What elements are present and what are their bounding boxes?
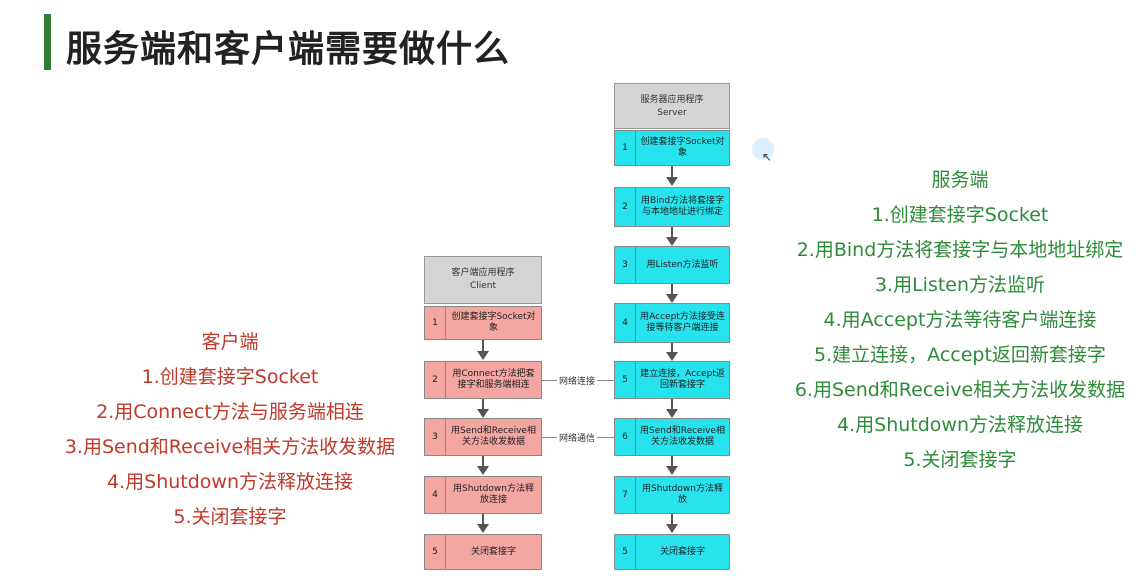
page-title: 服务端和客户端需要做什么: [66, 29, 511, 70]
flow-arrow: [666, 284, 678, 303]
step-number: 4: [622, 318, 628, 328]
server-list-item: 3.用Listen方法监听: [874, 274, 1046, 296]
flow-arrow: [666, 166, 678, 186]
step-text: 用Accept方法接受连接等待客户端连接: [635, 304, 729, 342]
client-header-box: 客户端应用程序 Client: [424, 256, 542, 304]
step-number: 2: [432, 375, 438, 385]
network-comm-label: 网络通信: [557, 431, 598, 444]
server-header-title: 服务器应用程序: [640, 95, 704, 105]
server-list-item: 6.用Send和Receive相关方法收发数据: [794, 379, 1126, 401]
server-header-box: 服务器应用程序 Server: [614, 83, 730, 129]
flow-arrow: [477, 399, 489, 418]
client-step-box: 3 用Send和Receive相关方法收发数据: [424, 418, 542, 456]
step-number: 1: [432, 318, 438, 328]
client-list-item: 1.创建套接字Socket: [141, 366, 319, 388]
step-number: 7: [622, 490, 628, 500]
step-number: 5: [622, 547, 628, 557]
server-steps-list: 服务端 1.创建套接字Socket 2.用Bind方法将套接字与本地地址绑定 3…: [785, 163, 1135, 478]
step-text: 用Shutdown方法释放: [635, 477, 729, 513]
client-steps-list: 客户端 1.创建套接字Socket 2.用Connect方法与服务端相连 3.用…: [40, 325, 420, 535]
step-text: 用Listen方法监听: [635, 247, 729, 283]
step-text: 建立连接，Accept返回新套接字: [635, 362, 729, 398]
flow-arrow: [477, 340, 489, 360]
step-number: 4: [432, 490, 438, 500]
server-list-item: 1.创建套接字Socket: [871, 204, 1049, 226]
server-step-box: 7 用Shutdown方法释放: [614, 476, 730, 514]
server-step-box: 2 用Bind方法将套接字与本地地址进行绑定: [614, 187, 730, 227]
step-number: 2: [622, 202, 628, 212]
step-number: 6: [622, 432, 628, 442]
server-list-item: 2.用Bind方法将套接字与本地地址绑定: [796, 239, 1124, 261]
client-list-item: 4.用Shutdown方法释放连接: [107, 471, 353, 493]
title-accent-bar: [44, 14, 51, 70]
step-text: 用Send和Receive相关方法收发数据: [445, 419, 541, 455]
flow-arrow: [666, 456, 678, 475]
client-list-item: 5.关闭套接字: [173, 506, 287, 528]
client-step-box: 1 创建套接字Socket对象: [424, 306, 542, 340]
step-text: 用Connect方法把套接字和服务端相连: [445, 362, 541, 398]
cursor-highlight: [752, 138, 774, 160]
step-number: 5: [622, 375, 628, 385]
client-step-box: 4 用Shutdown方法释放连接: [424, 476, 542, 514]
client-step-box: 5 关闭套接字: [424, 534, 542, 570]
step-text: 用Bind方法将套接字与本地地址进行绑定: [635, 188, 729, 226]
server-step-box: 5 关闭套接字: [614, 534, 730, 570]
step-number: 3: [432, 432, 438, 442]
flow-arrow: [477, 514, 489, 533]
server-step-box: 6 用Send和Receive相关方法收发数据: [614, 418, 730, 456]
step-text: 关闭套接字: [445, 535, 541, 569]
server-list-item: 5.建立连接，Accept返回新套接字: [814, 344, 1106, 366]
flow-arrow: [666, 514, 678, 533]
flow-arrow: [477, 456, 489, 475]
server-step-box: 5 建立连接，Accept返回新套接字: [614, 361, 730, 399]
step-number: 3: [622, 260, 628, 270]
server-list-item: 4.用Accept方法等待客户端连接: [823, 309, 1097, 331]
client-header-title: 客户端应用程序: [451, 268, 515, 278]
server-list-heading: 服务端: [931, 169, 989, 191]
mouse-cursor-icon: ↖: [762, 150, 773, 164]
step-text: 用Send和Receive相关方法收发数据: [635, 419, 729, 455]
client-header-subtitle: Client: [469, 281, 497, 291]
step-text: 关闭套接字: [635, 535, 729, 569]
step-number: 1: [622, 143, 628, 153]
client-step-box: 2 用Connect方法把套接字和服务端相连: [424, 361, 542, 399]
step-text: 创建套接字Socket对象: [635, 131, 729, 165]
step-text: 用Shutdown方法释放连接: [445, 477, 541, 513]
step-number: 5: [432, 547, 438, 557]
server-step-box: 1 创建套接字Socket对象: [614, 130, 730, 166]
client-list-heading: 客户端: [201, 331, 259, 353]
server-list-item: 4.用Shutdown方法释放连接: [837, 414, 1083, 436]
server-step-box: 3 用Listen方法监听: [614, 246, 730, 284]
flow-arrow: [666, 343, 678, 361]
flow-arrow: [666, 227, 678, 246]
step-text: 创建套接字Socket对象: [445, 307, 541, 339]
server-step-box: 4 用Accept方法接受连接等待客户端连接: [614, 303, 730, 343]
server-header-subtitle: Server: [657, 108, 687, 118]
client-list-item: 2.用Connect方法与服务端相连: [96, 401, 364, 423]
flow-arrow: [666, 399, 678, 418]
client-list-item: 3.用Send和Receive相关方法收发数据: [64, 436, 396, 458]
server-list-item: 5.关闭套接字: [903, 449, 1017, 471]
network-connect-label: 网络连接: [557, 374, 598, 387]
